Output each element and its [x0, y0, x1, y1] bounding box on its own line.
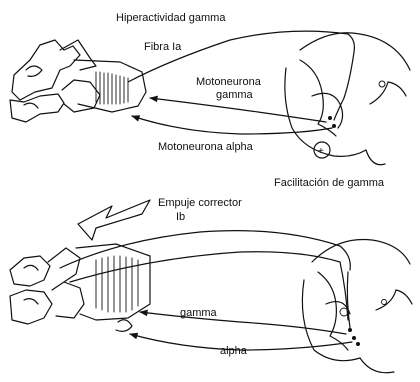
label-empuje-corrector: Empuje corrector — [158, 197, 242, 209]
label-facilitacion-gamma: Facilitación de gamma — [274, 177, 385, 189]
label-motoneurona-gamma-2: gamma — [216, 89, 254, 101]
empuje-corrector-arrow — [78, 200, 150, 240]
motoneurona-gamma-arrow — [150, 98, 326, 122]
label-gamma: gamma — [180, 307, 218, 319]
bottom-gamma-arrow — [140, 312, 346, 334]
label-alpha: alpha — [220, 345, 248, 357]
top-muscle-spindle — [96, 72, 128, 104]
label-motoneurona-gamma-1: Motoneurona — [196, 76, 262, 88]
top-panel-title: Hiperactividad gamma — [116, 12, 226, 24]
label-motoneurona-alpha: Motoneurona alpha — [158, 141, 254, 153]
bottom-muscle-spindle — [96, 256, 138, 312]
bottom-afferent-fibre-1 — [60, 231, 350, 270]
bottom-panel: Empuje corrector Ib — [10, 197, 412, 373]
label-empuje-ib: Ib — [176, 211, 185, 223]
bottom-joint-illustration — [10, 244, 150, 331]
bottom-spinal-cord — [302, 239, 412, 372]
top-joint-illustration — [10, 40, 146, 122]
top-panel: Hiperactividad gamma — [10, 12, 410, 189]
label-fibra-ia: Fibra Ia — [144, 41, 182, 53]
top-plus-symbol: + — [318, 146, 324, 157]
top-spinal-cord: + — [285, 33, 410, 165]
